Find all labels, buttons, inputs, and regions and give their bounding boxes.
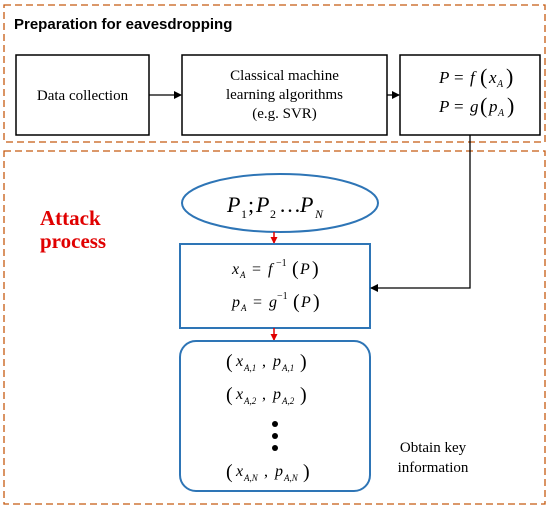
- pairn-p: p: [274, 463, 283, 480]
- preparation-title: Preparation for eavesdropping: [14, 16, 232, 33]
- eq-f-lparen: (: [480, 64, 487, 89]
- pair1-rparen: ): [300, 351, 307, 373]
- obtain-key-label-line1: Obtain key: [400, 440, 467, 456]
- pairn-sub-p: A,N: [283, 473, 299, 483]
- eq-g-sub: A: [497, 108, 505, 119]
- inv-g-func: g: [269, 294, 277, 311]
- inv-g-equals: =: [253, 294, 262, 311]
- pairn-lparen: (: [226, 461, 233, 483]
- pair2-lparen: (: [226, 384, 233, 406]
- trace-sub1: 1: [241, 207, 247, 221]
- inv-g-arg: P: [300, 294, 311, 311]
- pair1-x: x: [235, 353, 243, 370]
- pair2-rparen: ): [300, 384, 307, 406]
- inv-g-sub: A: [240, 303, 247, 313]
- inv-f-lparen: (: [292, 258, 299, 280]
- eq-g-lhs: P: [438, 97, 449, 116]
- attack-region: [3, 150, 546, 505]
- inv-f-arg: P: [299, 261, 310, 278]
- eq-f-func: f: [470, 68, 477, 87]
- attack-title-line1: Attack: [40, 206, 101, 230]
- key-pair-n: ( x A,N , p A,N ): [226, 461, 310, 483]
- inv-f-rparen: ): [312, 258, 319, 280]
- inverse-equation-f: x A = f −1 ( P ): [231, 258, 319, 280]
- pairn-rparen: ): [303, 461, 310, 483]
- ml-label-line3: (e.g. SVR): [252, 106, 317, 122]
- pairn-x: x: [235, 463, 243, 480]
- eq-g-rparen: ): [507, 93, 514, 118]
- pair1-sub-p: A,1: [281, 363, 294, 373]
- trace-pn: P: [299, 192, 313, 217]
- key-pair-1: ( x A,1 , p A,1 ): [226, 351, 307, 373]
- attack-title-line2: process: [40, 229, 106, 253]
- model-equation-g: P = g ( p A ): [438, 93, 514, 119]
- model-box: [399, 54, 541, 136]
- ml-label-line1: Classical machine: [230, 68, 339, 84]
- data-collection-box: [15, 54, 150, 136]
- pair2-comma: ,: [262, 386, 266, 403]
- inverse-model-box: [179, 243, 371, 329]
- eq-f-var: x: [488, 68, 497, 87]
- pair1-comma: ,: [262, 353, 266, 370]
- model-equation-f: P = f ( x A ): [438, 64, 513, 90]
- trace-sub2: 2: [270, 207, 276, 221]
- vertical-ellipsis-icon: [272, 421, 278, 451]
- arrow-model-to-inverse: [370, 135, 471, 292]
- inv-g-lparen: (: [293, 291, 300, 313]
- trace-dots: …: [279, 192, 301, 217]
- trace-p1: P: [226, 192, 240, 217]
- inv-g-lhs: p: [231, 294, 240, 311]
- ml-label-line2: learning algorithms: [226, 87, 343, 103]
- pairn-comma: ,: [264, 463, 268, 480]
- pair2-sub-x: A,2: [243, 396, 257, 406]
- inv-f-lhs: x: [231, 261, 239, 278]
- power-traces-label: P 1 ; P 2 … P N: [226, 192, 324, 221]
- pair1-sub-x: A,1: [243, 363, 256, 373]
- trace-p2: P: [255, 192, 269, 217]
- pair2-sub-p: A,2: [281, 396, 295, 406]
- pairn-sub-x: A,N: [243, 473, 259, 483]
- pair1-p: p: [272, 353, 281, 370]
- eq-g-var: p: [488, 97, 498, 116]
- inverse-equation-g: p A = g −1 ( P ): [231, 291, 320, 313]
- obtain-key-label-line2: information: [398, 460, 469, 476]
- inv-f-sub: A: [239, 270, 246, 280]
- data-collection-label: Data collection: [37, 88, 129, 104]
- pair2-p: p: [272, 386, 281, 403]
- key-pairs-box: [179, 340, 371, 492]
- pair2-x: x: [235, 386, 243, 403]
- eq-f-lhs: P: [438, 68, 449, 87]
- inv-f-func: f: [268, 261, 275, 278]
- eq-g-equals: =: [454, 97, 464, 116]
- inv-f-exp: −1: [276, 258, 287, 269]
- pair1-lparen: (: [226, 351, 233, 373]
- inv-g-rparen: ): [313, 291, 320, 313]
- power-traces-ellipse: [181, 173, 379, 233]
- eq-g-lparen: (: [480, 93, 487, 118]
- eq-f-rparen: ): [506, 64, 513, 89]
- inv-f-equals: =: [252, 261, 261, 278]
- inv-g-exp: −1: [277, 291, 288, 302]
- eq-f-sub: A: [496, 79, 504, 90]
- eq-f-equals: =: [454, 68, 464, 87]
- preparation-region: [3, 4, 546, 143]
- key-pair-2: ( x A,2 , p A,2 ): [226, 384, 307, 406]
- trace-sep: ;: [248, 192, 254, 217]
- trace-subn: N: [314, 207, 324, 221]
- eq-g-func: g: [470, 97, 479, 116]
